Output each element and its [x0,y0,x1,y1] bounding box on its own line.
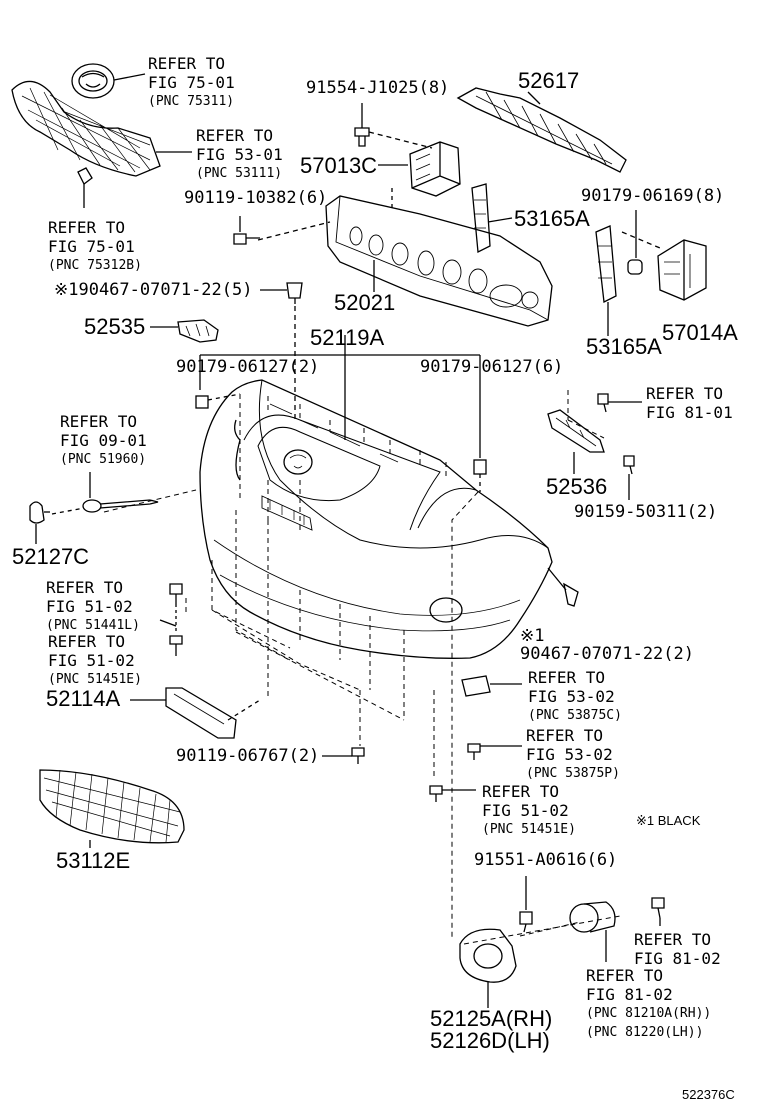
part-label: 52617 [518,68,580,93]
bracket-52114a-drawing [165,687,237,739]
part-label: 90179-06127(2) [176,357,320,377]
upper-bracket-drawing [456,87,627,173]
bracket-52536-drawing [547,409,605,453]
part-label: 91551-A0616(6) [474,850,618,870]
bracket-53165a-top-drawing [471,183,491,254]
emblem-part-drawing [71,63,115,99]
upper-grille-drawing [11,80,161,177]
part-label: 53165A [586,334,662,359]
part-label: 52114A [46,686,121,711]
part-label: 90179-06169(8) [581,186,725,206]
part-label: 52536 [546,474,608,499]
part-label: 90159-50311(2) [574,502,718,522]
part-label: 52125A(RH) [430,1006,553,1031]
part-label: 52535 [84,314,146,339]
part-label: 52126D(LH) [430,1028,550,1053]
bumper-cover-drawing [199,379,553,659]
part-label: 91554-J1025(8) [306,78,450,98]
part-label: 52119A [310,325,385,350]
bumper-reinforcement-drawing [325,195,553,327]
part-label: 57014A [662,320,738,345]
bracket-57014a-drawing [657,239,707,301]
part-label: 90119-06767(2) [176,746,320,766]
fog-lamp-bezel-drawing [459,928,517,983]
bracket-53165a-bottom-drawing [595,225,617,303]
bracket-52535-drawing [177,319,219,343]
lower-grille-drawing [39,769,185,844]
bracket-57013c-drawing [409,141,461,197]
part-label: 90467-07071-22(2) [520,644,694,664]
towing-cap-drawing [29,501,50,524]
part-label: 52127C [12,544,90,569]
part-label: ※190467-07071-22(5) [54,280,253,300]
part-label: 53112E [56,848,131,873]
part-label: 53165A [514,206,590,231]
part-label: 90179-06127(6) [420,357,564,377]
part-label: 90119-10382(6) [184,188,328,208]
part-label: ※1 [520,626,545,646]
footnote: ※1 BLACK [636,813,701,828]
part-label: 57013C [300,153,378,178]
figure-code: 522376C [682,1087,735,1102]
fog-lamp-drawing [569,901,616,933]
part-label: 52021 [334,290,396,315]
